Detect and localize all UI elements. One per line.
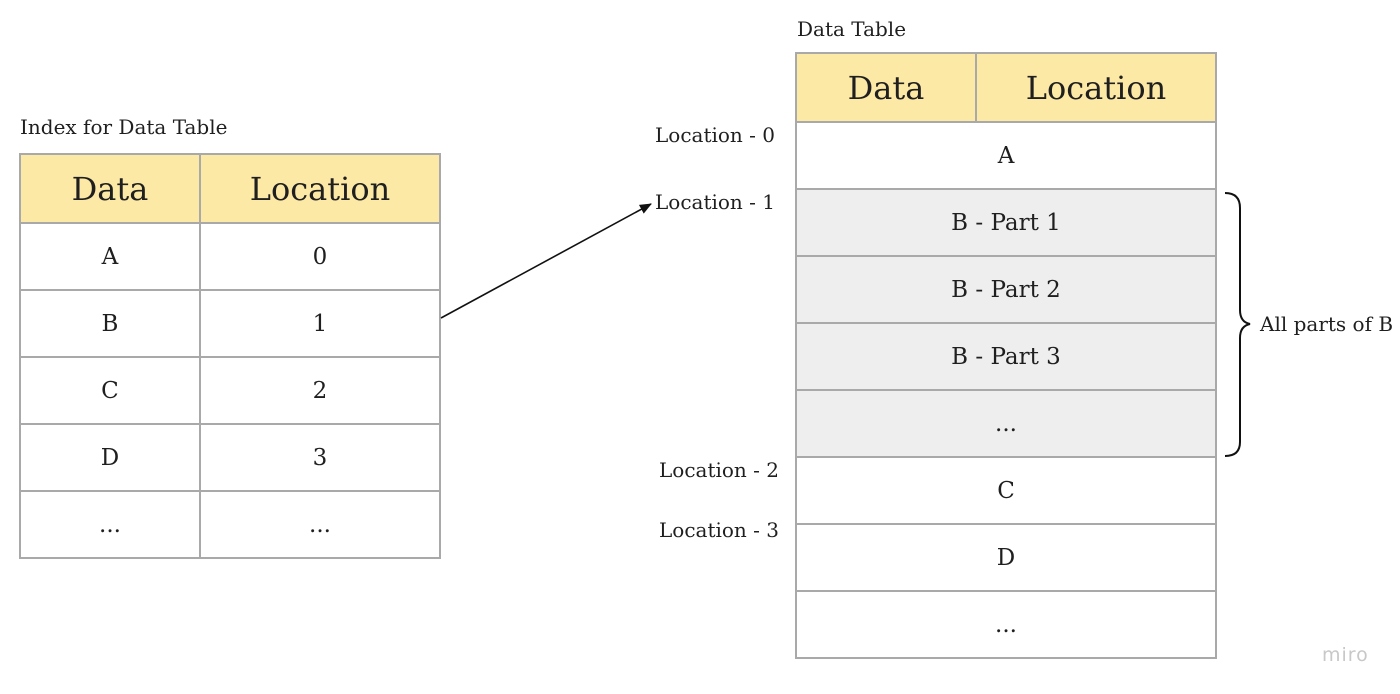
- index-cell: B: [19, 289, 201, 358]
- miro-watermark: miro: [1322, 644, 1369, 666]
- location-label-1: Location - 1: [655, 190, 775, 214]
- index-cell: D: [19, 423, 201, 492]
- data-row: ...: [795, 590, 1217, 659]
- index-to-location-arrow: [440, 203, 652, 319]
- index-cell: 1: [198, 289, 442, 358]
- data-row-part: B - Part 1: [795, 188, 1217, 257]
- location-label-2: Location - 2: [659, 458, 779, 482]
- data-table: Data Location A B - Part 1 B - Part 2 B …: [795, 52, 1218, 659]
- index-header-data: Data: [19, 153, 201, 224]
- index-cell: A: [19, 222, 201, 291]
- curly-brace-icon: [1224, 192, 1251, 457]
- index-cell: 2: [198, 356, 442, 425]
- index-cell: C: [19, 356, 201, 425]
- data-row-part: ...: [795, 389, 1217, 458]
- data-row-part: B - Part 2: [795, 255, 1217, 324]
- data-table-caption: Data Table: [797, 17, 907, 41]
- data-row: D: [795, 523, 1217, 592]
- index-table-caption: Index for Data Table: [20, 115, 228, 139]
- index-header-location: Location: [198, 153, 442, 224]
- data-row-part: B - Part 3: [795, 322, 1217, 391]
- index-cell: ...: [198, 490, 442, 559]
- data-header-data: Data: [795, 52, 977, 123]
- index-cell: 0: [198, 222, 442, 291]
- data-row: C: [795, 456, 1217, 525]
- brace-label: All parts of B: [1260, 312, 1394, 336]
- index-cell: 3: [198, 423, 442, 492]
- data-header-location: Location: [974, 52, 1218, 123]
- location-label-0: Location - 0: [655, 123, 775, 147]
- data-row: A: [795, 121, 1217, 190]
- location-label-3: Location - 3: [659, 518, 779, 542]
- index-cell: ...: [19, 490, 201, 559]
